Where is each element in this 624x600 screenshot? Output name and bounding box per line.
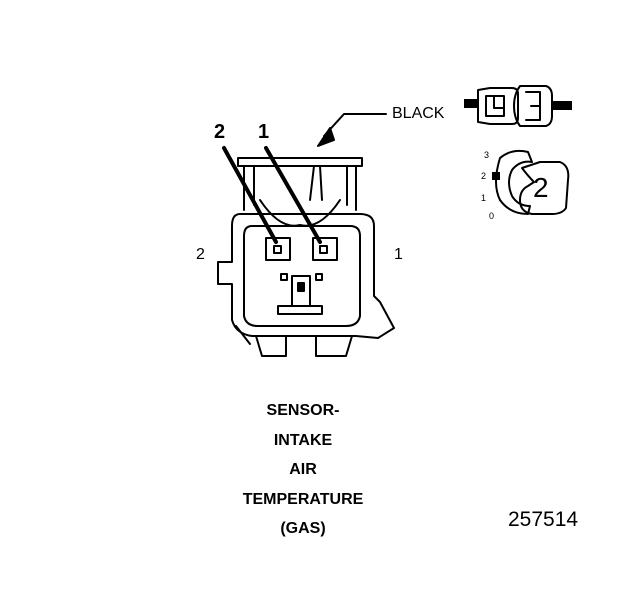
side-2-label: 2 — [196, 246, 205, 263]
connector-rotation-view — [492, 149, 570, 215]
center-lock — [277, 273, 323, 315]
caption-line: INTAKE — [273, 431, 333, 449]
caption-line: AIR — [289, 461, 317, 478]
reference-number: 257514 — [508, 508, 579, 531]
view-number-label: 2 — [533, 172, 549, 203]
color-callout-arrow — [317, 113, 387, 147]
pin-2-leader — [222, 146, 278, 244]
terminal-cavity-1 — [312, 237, 338, 261]
connector-color-label: BLACK — [392, 105, 445, 122]
pin-1-label: 1 — [258, 121, 270, 143]
caption-line: SENSOR- — [266, 402, 340, 419]
caption-line: (GAS) — [280, 520, 326, 537]
scale-label-3: 3 — [484, 150, 490, 160]
connector-caption: SENSOR- INTAKE AIR TEMPERATURE (GAS) — [183, 396, 423, 544]
caption-line: TEMPERATURE — [242, 490, 364, 508]
pin-2-label: 2 — [214, 121, 226, 143]
connector-feet — [235, 325, 353, 357]
scale-label-2: 2 — [481, 171, 487, 181]
connector-latch — [237, 157, 363, 227]
connector-body-inner — [243, 225, 361, 327]
connector-side-view — [464, 85, 572, 127]
scale-label-1: 1 — [481, 193, 487, 203]
pin-1-leader — [264, 146, 322, 244]
terminal-cavity-2 — [265, 237, 291, 261]
scale-label-0: 0 — [489, 211, 495, 221]
side-1-label: 1 — [394, 246, 403, 263]
